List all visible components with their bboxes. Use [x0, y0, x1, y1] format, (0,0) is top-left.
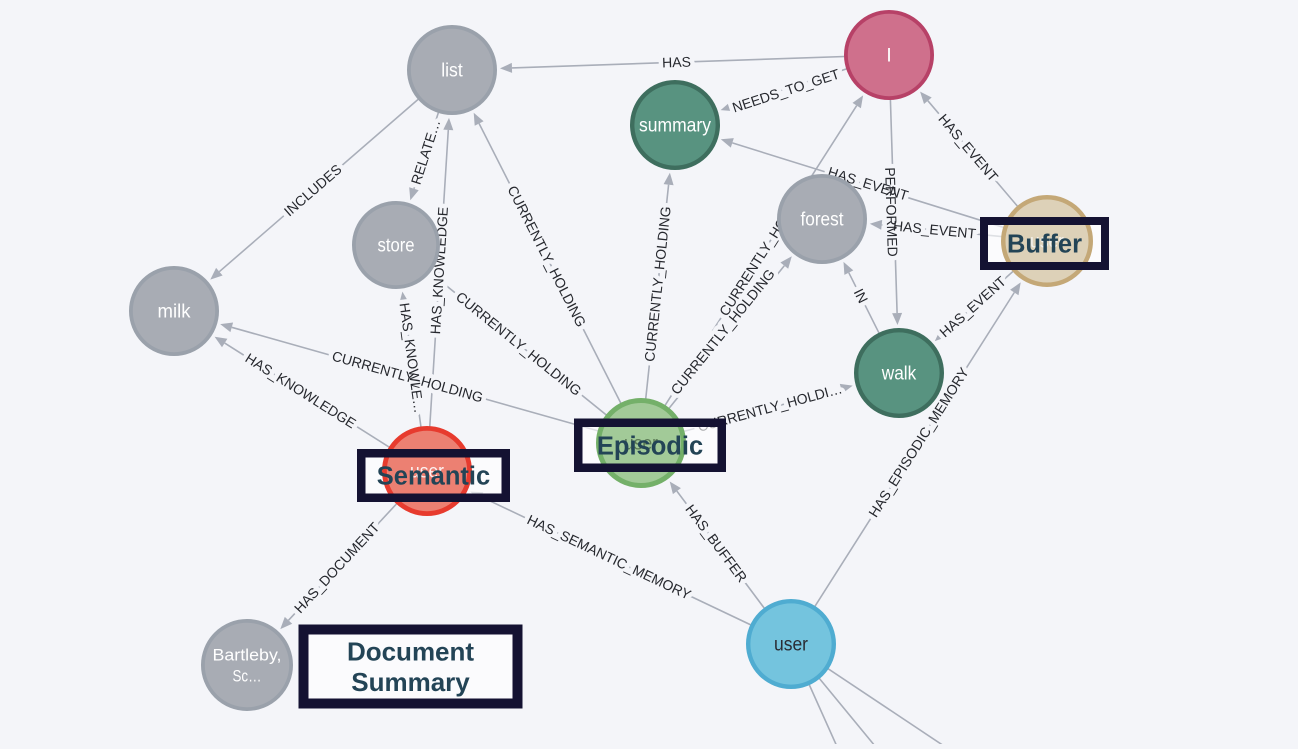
svg-text:user: user — [1030, 232, 1065, 253]
svg-text:summary: summary — [639, 116, 711, 137]
svg-text:I: I — [886, 46, 891, 67]
svg-text:Document: Document — [347, 637, 474, 667]
svg-text:IN: IN — [851, 286, 872, 306]
svg-text:forest: forest — [801, 210, 845, 231]
svg-text:Summary: Summary — [351, 667, 470, 697]
svg-text:Sc…: Sc… — [233, 667, 262, 686]
svg-text:list: list — [441, 61, 463, 82]
svg-text:walk: walk — [881, 364, 917, 385]
svg-text:HAS: HAS — [662, 54, 691, 71]
svg-text:Buffer: Buffer — [1007, 231, 1082, 259]
svg-text:Episodic: Episodic — [597, 432, 703, 460]
svg-text:milk: milk — [158, 302, 191, 323]
svg-text:Bartleby,: Bartleby, — [213, 646, 282, 665]
svg-text:user: user — [624, 434, 659, 455]
svg-text:user: user — [410, 462, 445, 483]
svg-text:PERFORMED: PERFORMED — [882, 167, 901, 257]
svg-text:store: store — [378, 236, 415, 257]
svg-text:Semantic: Semantic — [377, 463, 490, 491]
svg-text:user: user — [774, 635, 809, 656]
